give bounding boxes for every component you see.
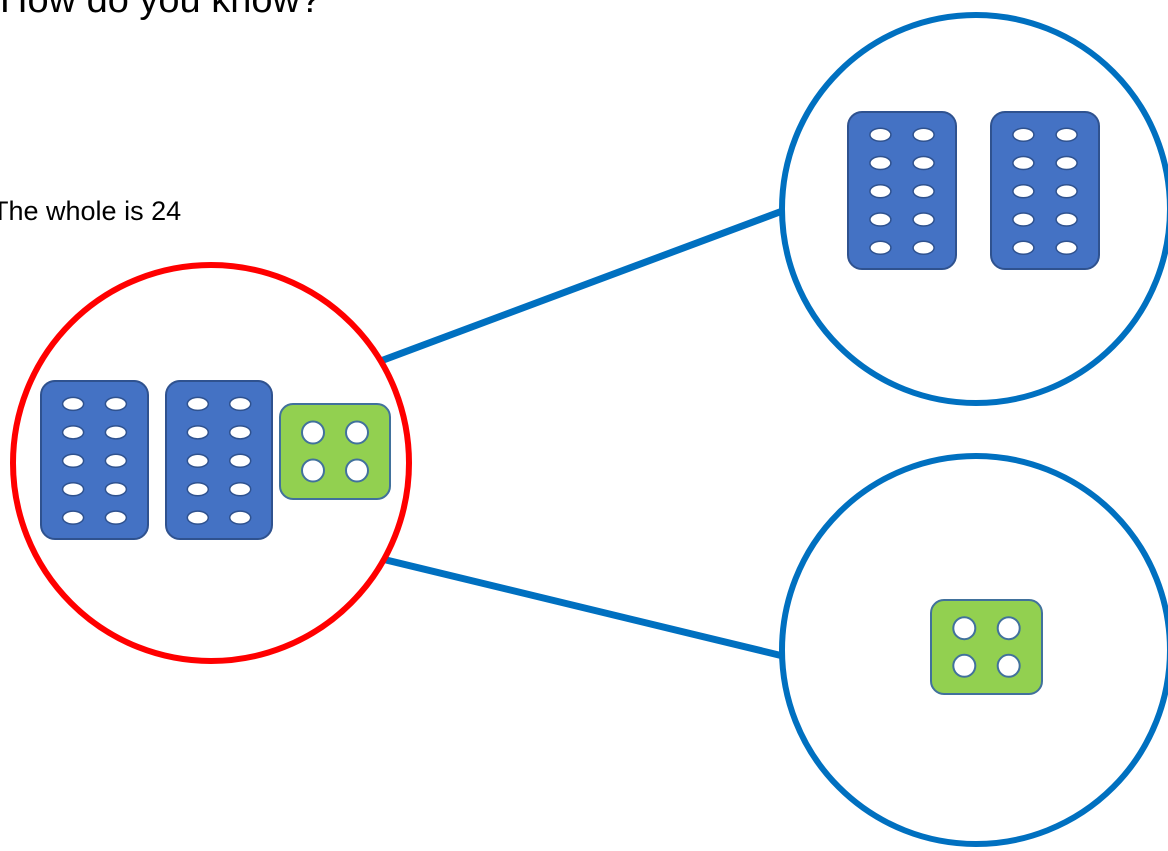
counter-dot <box>869 184 892 199</box>
counter-dot <box>912 240 935 256</box>
counter-dot <box>869 212 892 227</box>
counter-dot <box>104 510 128 525</box>
four-block-body <box>930 599 1043 695</box>
ten-block-body <box>40 380 149 540</box>
whole-statement: The whole is 24 <box>0 196 182 226</box>
counter-dot <box>1012 240 1035 256</box>
counter-dot <box>1055 127 1078 143</box>
counter-dot <box>61 453 85 469</box>
four-block-body <box>279 403 391 500</box>
ten-block-body <box>847 111 957 270</box>
connector-line-bottom <box>377 554 784 660</box>
counter-dot <box>186 396 210 412</box>
counter-dot <box>869 240 892 256</box>
counter-dot <box>996 616 1021 641</box>
counter-dot <box>912 184 935 199</box>
counter-dot <box>1012 184 1035 199</box>
counter-dot <box>1012 155 1035 171</box>
connector-line-top <box>376 206 787 366</box>
ten-block <box>847 111 957 270</box>
counter-dot <box>869 155 892 171</box>
ten-block <box>40 380 149 540</box>
counter-dot <box>104 425 128 440</box>
counter-dot <box>61 481 85 497</box>
ten-block-body <box>165 380 273 540</box>
ten-block <box>990 111 1100 270</box>
counter-dot <box>1012 127 1035 143</box>
counter-dot <box>61 425 85 440</box>
counter-dot <box>301 458 325 483</box>
counter-dot <box>228 396 252 412</box>
counter-dot <box>186 510 210 525</box>
counter-dot <box>912 212 935 227</box>
counter-dot <box>186 481 210 497</box>
counter-dot <box>1055 184 1078 199</box>
counter-dot <box>228 425 252 440</box>
counter-dot <box>952 653 977 678</box>
counter-dot <box>228 510 252 525</box>
counter-dot <box>912 155 935 171</box>
counter-dot <box>104 453 128 469</box>
counter-dot <box>186 453 210 469</box>
counter-dot <box>912 127 935 143</box>
counter-dot <box>61 396 85 412</box>
counter-dot <box>952 616 977 641</box>
counter-dot <box>301 420 325 445</box>
counter-dot <box>869 127 892 143</box>
counter-dot <box>104 396 128 412</box>
counter-dot <box>345 420 369 445</box>
counter-dot <box>1055 212 1078 227</box>
counter-dot <box>104 481 128 497</box>
counter-dot <box>228 453 252 469</box>
heading: How do you know? <box>0 0 322 21</box>
four-block <box>279 403 391 500</box>
counter-dot <box>186 425 210 440</box>
counter-dot <box>345 458 369 483</box>
part-circle-top <box>779 12 1168 406</box>
counter-dot <box>996 653 1021 678</box>
four-block <box>930 599 1043 695</box>
counter-dot <box>1012 212 1035 227</box>
counter-dot <box>1055 155 1078 171</box>
counter-dot <box>61 510 85 525</box>
ten-block <box>165 380 273 540</box>
ten-block-body <box>990 111 1100 270</box>
counter-dot <box>228 481 252 497</box>
counter-dot <box>1055 240 1078 256</box>
